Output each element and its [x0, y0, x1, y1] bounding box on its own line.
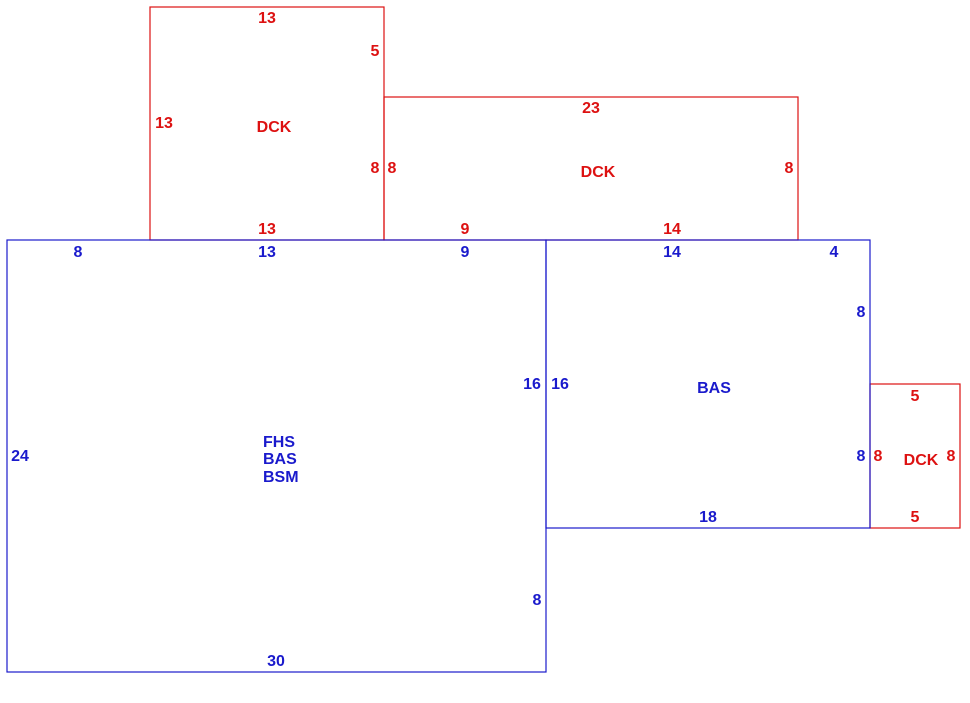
deck-upper-left-labels: 13 13 5 8 13 DCK	[155, 10, 379, 238]
main-dim-top-a: 8	[74, 244, 83, 261]
deck-ul-dim-right-upper: 5	[371, 43, 380, 60]
bas-dim-right-upper: 8	[857, 304, 866, 321]
deck-ul-dim-bottom: 13	[258, 221, 276, 238]
deck-sr-dim-bottom: 5	[911, 509, 920, 526]
main-dim-top-c: 9	[461, 244, 470, 261]
deck-ur-dim-top: 23	[582, 100, 600, 117]
bas-dim-left: 16	[551, 376, 569, 393]
deck-upper-right-labels: 23 8 8 9 14 DCK	[388, 100, 794, 238]
main-dim-right-lower: 8	[533, 592, 542, 609]
main-house-labels: 8 13 9 24 30 16 8 FHS BAS BSM	[11, 244, 541, 670]
main-area-label-2: BAS	[263, 451, 297, 468]
deck-ul-dim-top: 13	[258, 10, 276, 27]
deck-ur-dim-left: 8	[388, 160, 397, 177]
deck-sr-area-label: DCK	[904, 452, 939, 469]
main-dim-top-b: 13	[258, 244, 276, 261]
deck-ul-dim-left: 13	[155, 115, 173, 132]
deck-ur-dim-right: 8	[785, 160, 794, 177]
bas-dim-right-lower: 8	[857, 448, 866, 465]
deck-ul-dim-right-lower: 8	[371, 160, 380, 177]
main-dim-bottom: 30	[267, 653, 285, 670]
main-area-label-1: FHS	[263, 434, 295, 451]
deck-sr-dim-top: 5	[911, 388, 920, 405]
deck-ul-area-label: DCK	[257, 119, 292, 136]
main-outlines	[6, 239, 871, 673]
main-area-label-3: BSM	[263, 469, 299, 486]
deck-ur-dim-bottom-a: 9	[461, 221, 470, 238]
deck-small-right-labels: 5 8 8 5 DCK	[874, 388, 956, 526]
deck-ur-area-label: DCK	[581, 164, 616, 181]
main-dim-right-upper: 16	[523, 376, 541, 393]
bas-dim-bottom: 18	[699, 509, 717, 526]
deck-ur-dim-bottom-b: 14	[663, 221, 681, 238]
bas-dim-top-b: 4	[830, 244, 839, 261]
deck-sr-dim-right: 8	[947, 448, 956, 465]
deck-sr-dim-left: 8	[874, 448, 883, 465]
bas-dim-top-a: 14	[663, 244, 681, 261]
bas-addition-outline	[545, 239, 871, 529]
bas-addition-labels: 14 4 16 8 8 18 BAS	[551, 244, 865, 526]
bas-area-label: BAS	[697, 380, 731, 397]
main-dim-left: 24	[11, 448, 29, 465]
